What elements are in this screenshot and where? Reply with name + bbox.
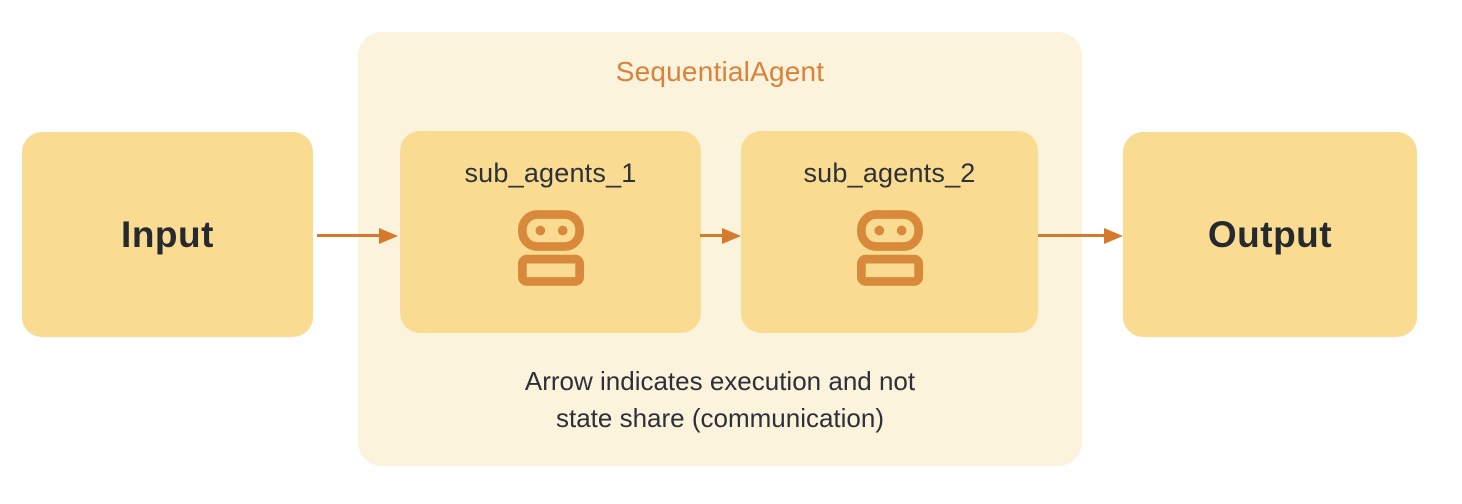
robot-icon bbox=[517, 210, 584, 286]
arrow-shaft bbox=[317, 234, 379, 237]
node-output-label: Output bbox=[1207, 213, 1333, 255]
arrowhead-icon bbox=[379, 227, 398, 244]
node-output: Output bbox=[1123, 132, 1417, 337]
arrow-shaft bbox=[1038, 234, 1104, 237]
robot-icon bbox=[856, 210, 923, 286]
node-input-label: Input bbox=[121, 213, 214, 255]
arrow-shaft bbox=[700, 234, 722, 237]
group-caption: Arrow indicates execution and not state … bbox=[358, 363, 1082, 437]
arrowhead-icon bbox=[722, 227, 741, 244]
node-sub-agents-2-label: sub_agents_2 bbox=[803, 158, 976, 188]
caption-line-1: Arrow indicates execution and not bbox=[524, 366, 916, 396]
node-input: Input bbox=[22, 132, 313, 337]
arrow-input-to-sub1 bbox=[317, 227, 398, 244]
arrowhead-icon bbox=[1104, 227, 1123, 244]
node-sub-agents-1: sub_agents_1 bbox=[400, 131, 701, 333]
node-sub-agents-2: sub_agents_2 bbox=[741, 131, 1038, 333]
caption-line-2: state share (communication) bbox=[555, 403, 885, 433]
arrow-sub1-to-sub2 bbox=[700, 227, 741, 244]
node-sub-agents-1-label: sub_agents_1 bbox=[464, 158, 637, 188]
arrow-sub2-to-output bbox=[1038, 227, 1123, 244]
group-title: SequentialAgent bbox=[615, 56, 825, 87]
